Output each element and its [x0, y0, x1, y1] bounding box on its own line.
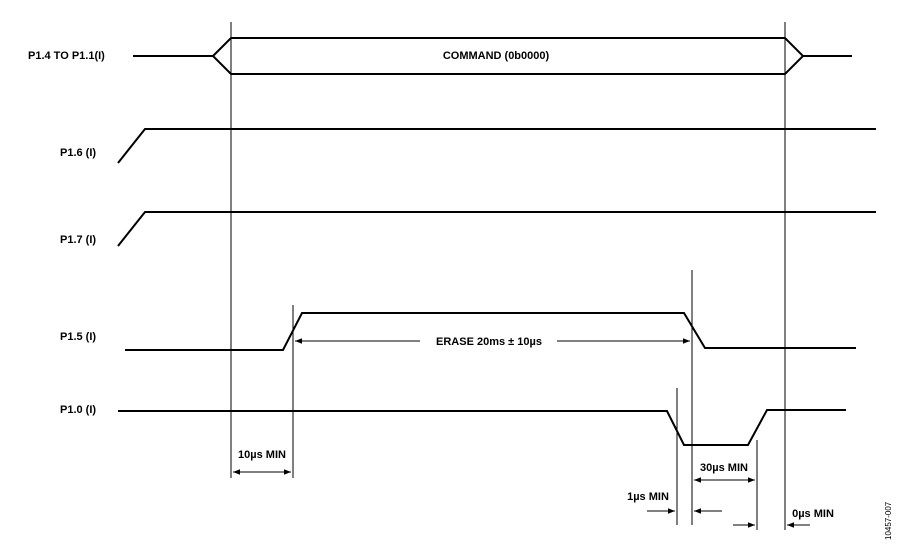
timing-label-30us-min: 30µs MIN — [700, 462, 748, 474]
timing-label-0us-min: 0µs MIN — [792, 508, 834, 520]
waveform-p17 — [117, 211, 876, 247]
figure-id: 10457-007 — [884, 501, 893, 540]
signal-label-p17: P1.7 (I) — [60, 234, 96, 246]
erase-duration-label: ERASE 20ms ± 10µs — [436, 336, 542, 348]
timing-label-10us-min: 10µs MIN — [238, 449, 286, 461]
signal-label-p14-p11: P1.4 TO P1.1(I) — [28, 50, 105, 62]
waveform-p15 — [125, 312, 856, 351]
bus-waveform-p14-p11 — [133, 37, 852, 75]
timing-label-1us-min: 1µs MIN — [627, 491, 669, 503]
waveform-p10 — [118, 409, 846, 446]
waveform-p16 — [117, 128, 876, 164]
bus-label-command: COMMAND (0b0000) — [443, 50, 550, 62]
signal-label-p15: P1.5 (I) — [60, 331, 96, 343]
signal-label-p16: P1.6 (I) — [60, 147, 96, 159]
signal-label-p10: P1.0 (I) — [60, 404, 96, 416]
